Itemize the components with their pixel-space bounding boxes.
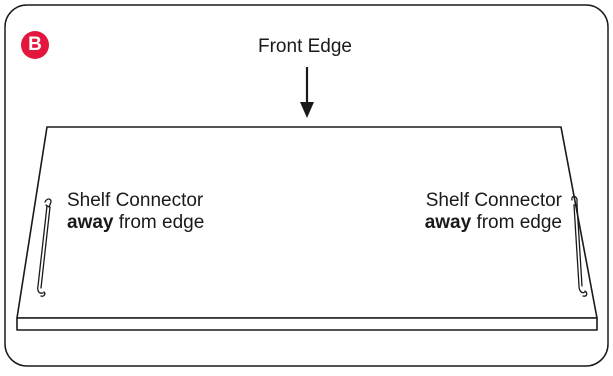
step-badge: B [21, 31, 49, 59]
front-edge-label: Front Edge [258, 36, 352, 57]
connector-caption-left: Shelf Connector away from edge [67, 190, 204, 234]
down-arrow-icon [300, 67, 314, 118]
connector-caption-right-line1: Shelf Connector [425, 190, 562, 211]
connector-caption-right-line2: away from edge [411, 212, 562, 234]
shelf-front-edge [16, 317, 598, 331]
shelf-connector-left-icon [37, 198, 52, 297]
shelf-connector-right-icon [571, 195, 588, 297]
connector-caption-right-rest: from edge [471, 212, 562, 233]
connector-caption-left-line2: away from edge [67, 212, 204, 234]
connector-caption-right-emphasis: away [424, 212, 472, 233]
connector-caption-left-emphasis: away [67, 212, 114, 233]
connector-caption-right: Shelf Connector away from edge [411, 190, 562, 234]
connector-caption-left-rest: from edge [113, 212, 205, 233]
connector-caption-left-line1: Shelf Connector [67, 190, 204, 211]
